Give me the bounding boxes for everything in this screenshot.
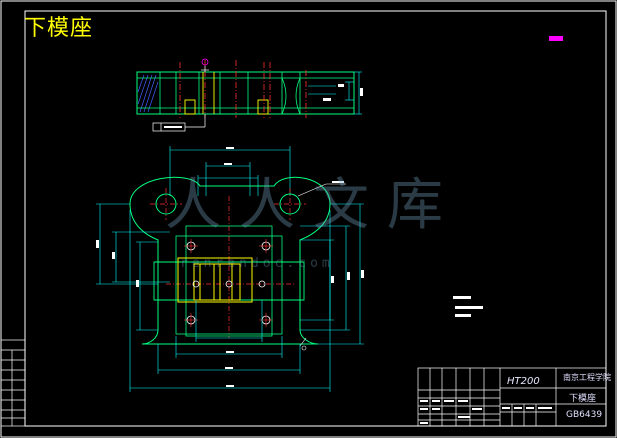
section-view <box>136 58 363 132</box>
part-name-label: 下模座 <box>569 394 597 404</box>
title-block <box>417 367 607 427</box>
drawing-frame <box>24 10 607 427</box>
school-label: 南京工程学院 <box>563 373 611 382</box>
material-label: HT200 <box>507 376 540 387</box>
watermark-url: renrendoc.com <box>180 256 334 271</box>
revision-table <box>0 339 26 427</box>
bolt-holes <box>186 241 271 325</box>
drawing-title: 下模座 <box>24 16 94 41</box>
annotation-tag <box>549 36 563 41</box>
technical-notes <box>453 296 483 317</box>
plan-view <box>96 146 364 392</box>
drawing-number-label: GB6439 <box>566 410 603 420</box>
title-block-fill <box>420 400 552 424</box>
watermark-text: 人人文库 <box>165 173 461 238</box>
